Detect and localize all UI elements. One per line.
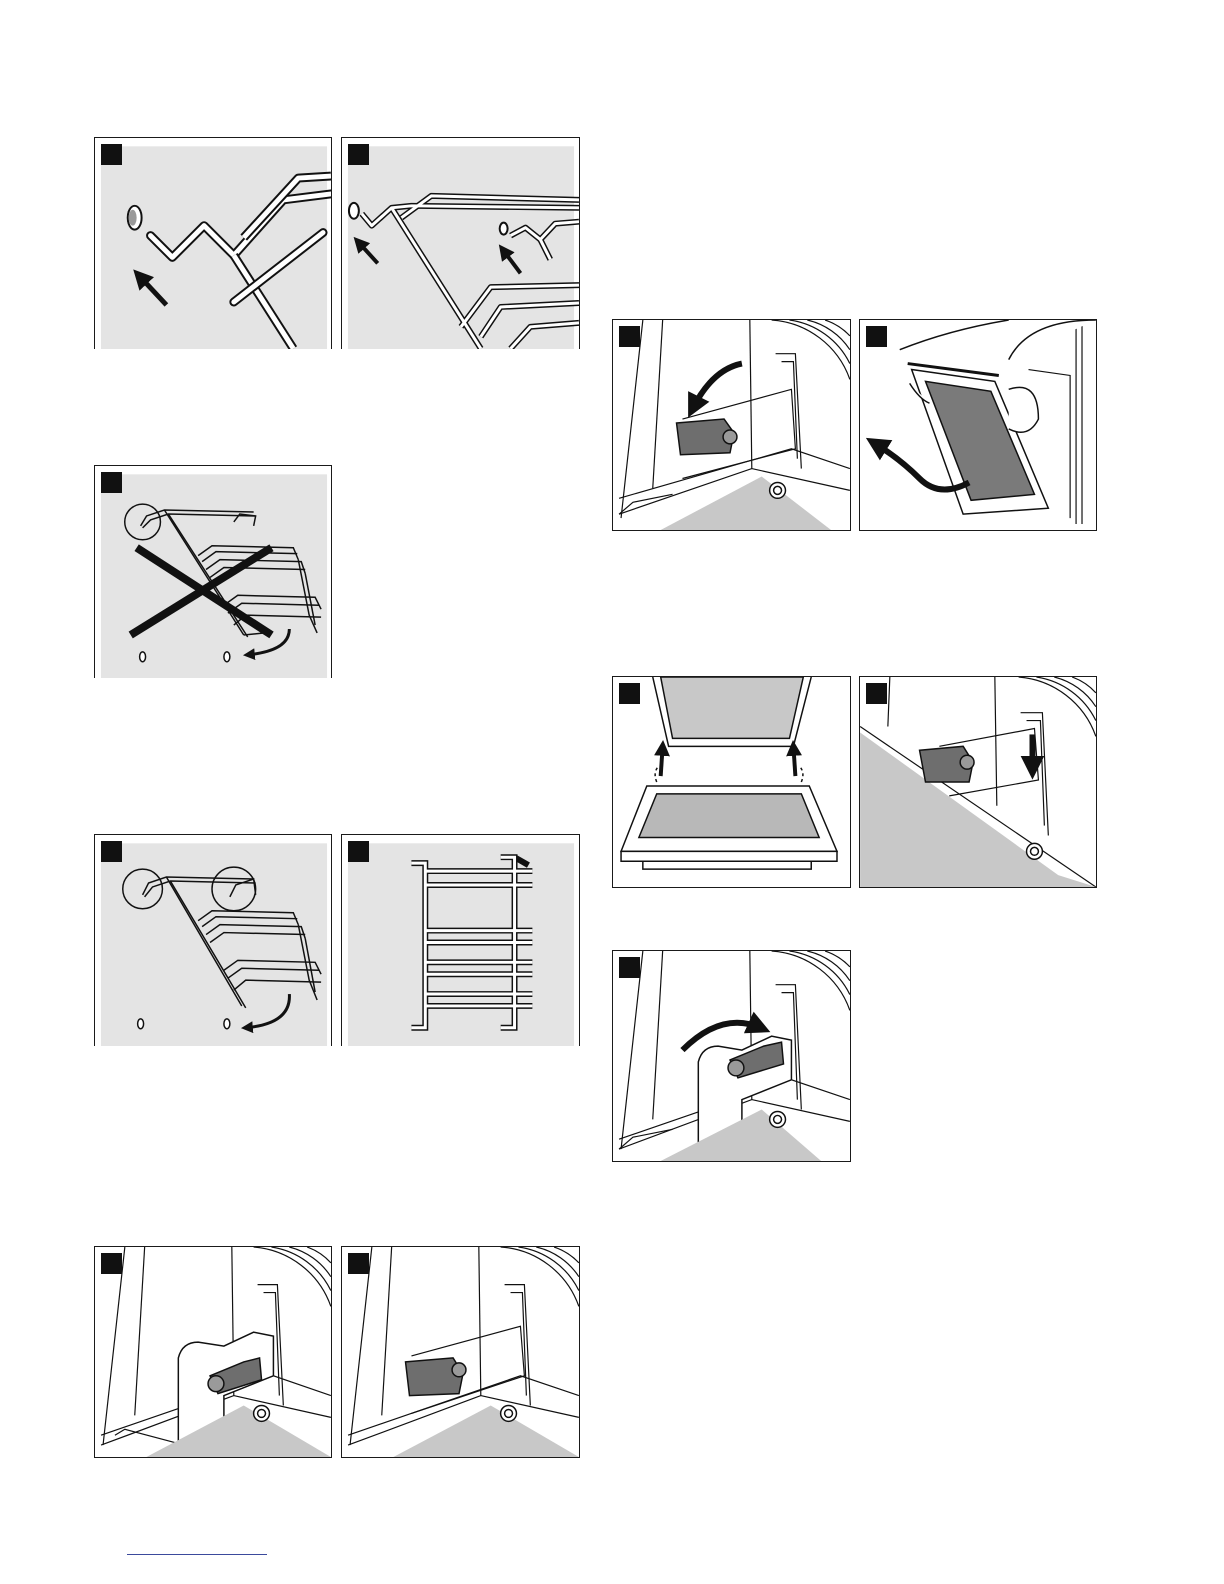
arrow-up-icon xyxy=(793,746,795,776)
hinge-illustration xyxy=(613,320,850,530)
hinge-illustration xyxy=(860,677,1096,887)
step-number-box xyxy=(348,1253,369,1274)
hinge-illustration xyxy=(95,1247,331,1457)
step-number-box xyxy=(101,144,122,165)
footer-rule xyxy=(127,1554,267,1555)
oven-door-illustration xyxy=(860,320,1096,530)
step-number-box xyxy=(619,326,640,347)
figure-hinge-insert-into-slot xyxy=(859,676,1097,888)
step-number-box xyxy=(348,144,369,165)
figure-door-refit-onto-hinges xyxy=(612,676,851,888)
figure-shelf-rack-front-view xyxy=(341,834,580,1046)
hinge-illustration xyxy=(342,1247,579,1457)
step-number-box xyxy=(866,683,887,704)
figure-shelf-rack-hook-into-socket xyxy=(94,137,332,349)
step-number-box xyxy=(619,683,640,704)
figure-shelf-rack-correct-position xyxy=(94,834,332,1046)
figure-hinge-lever-folded xyxy=(94,1246,332,1458)
oven-door-illustration xyxy=(613,677,850,887)
step-number-box xyxy=(101,841,122,862)
figure-hinge-lever-opened xyxy=(341,1246,580,1458)
hinge-illustration xyxy=(613,951,850,1161)
step-number-box xyxy=(101,472,122,493)
figure-shelf-rack-incorrect-position xyxy=(94,465,332,678)
shelf-rack-illustration xyxy=(342,138,579,349)
figure-hinge-lever-fold-down xyxy=(612,319,851,531)
shelf-rack-illustration xyxy=(95,835,331,1046)
step-number-box xyxy=(348,841,369,862)
figure-shelf-rack-hooks-engaged xyxy=(341,137,580,349)
curved-arrow-icon xyxy=(692,364,742,410)
shelf-rack-illustration xyxy=(342,835,579,1046)
step-number-box xyxy=(866,326,887,347)
shelf-rack-illustration xyxy=(95,466,331,678)
step-number-box xyxy=(101,1253,122,1274)
shelf-rack-illustration xyxy=(95,138,331,349)
figure-hinge-lever-fold-back xyxy=(612,950,851,1162)
step-number-box xyxy=(619,957,640,978)
arrow-up-icon xyxy=(661,746,663,776)
figure-door-lift-off xyxy=(859,319,1097,531)
